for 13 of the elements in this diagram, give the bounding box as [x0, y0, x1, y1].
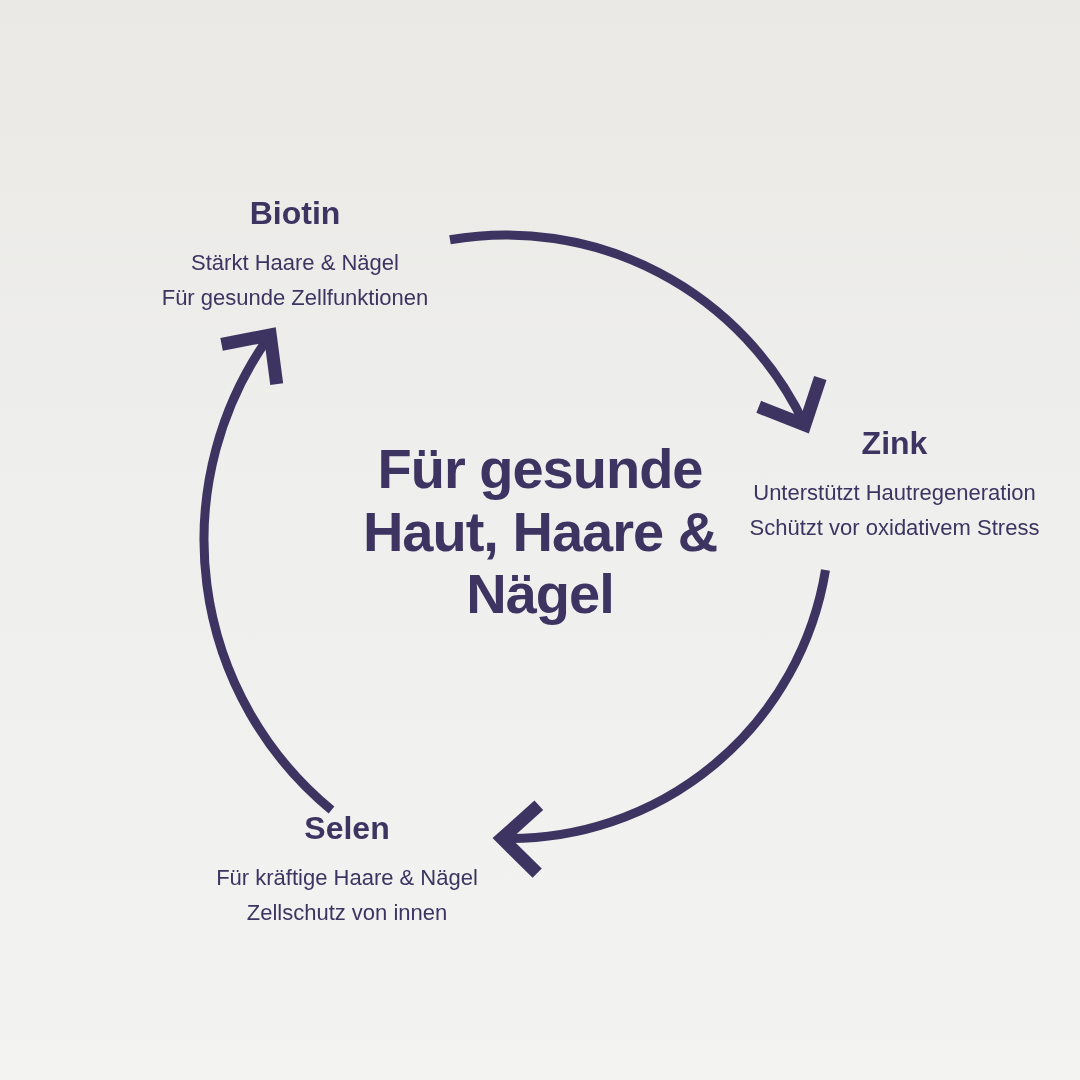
center-title: Für gesunde Haut, Haare & Nägel — [361, 438, 719, 627]
benefit-text: Unterstützt Hautregeneration — [753, 479, 1036, 507]
benefit-text: Für gesunde Zellfunktionen — [161, 284, 429, 312]
nutrient-heading: Biotin — [249, 195, 341, 232]
nutrient-heading: Zink — [861, 425, 928, 462]
benefit-text: Stärkt Haare & Nägel — [191, 249, 399, 277]
curved-arrow — [449, 231, 824, 432]
curved-arrow — [199, 328, 335, 814]
curved-arrow — [495, 569, 830, 878]
nutrient-heading: Selen — [304, 810, 390, 847]
benefit-text: Zellschutz von innen — [246, 899, 448, 927]
benefit-text: Schützt vor oxidativem Stress — [749, 514, 1040, 542]
benefit-text: Für kräftige Haare & Nägel — [216, 864, 478, 892]
